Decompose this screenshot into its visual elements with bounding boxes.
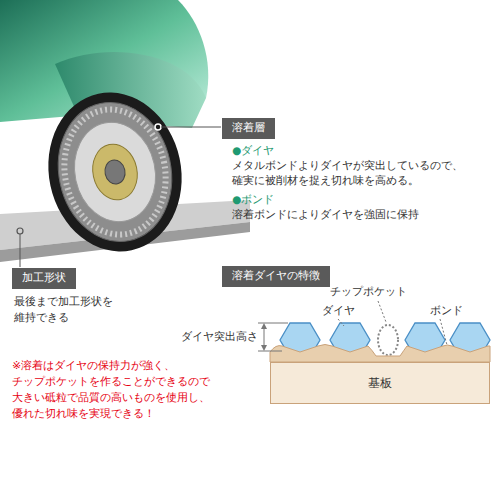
callout-leader: [378, 301, 386, 322]
note: ※溶着はダイヤの保持力が強く、 チップポケットを作ることができるので 大きい砥粒…: [12, 358, 220, 422]
bullet-heading: ●ボンド: [232, 192, 274, 207]
node-text: 溶着ダイヤの特徴: [232, 269, 320, 283]
description: 溶着ボンドによりダイヤを強固に保持: [232, 207, 477, 222]
callout-leader: [338, 319, 344, 326]
diamond-wheel: [34, 80, 196, 264]
dimension-line: [258, 323, 288, 324]
wheel-hub: [88, 140, 143, 204]
electroplated-layer: [46, 92, 185, 252]
heading-tag: 溶着ダイヤの特徴: [222, 266, 330, 287]
bond-layer: [270, 345, 490, 363]
heading-tag: 溶着層: [222, 118, 275, 139]
diamond-section: [258, 301, 490, 362]
wheel-nut: [103, 158, 128, 186]
text-holder: 加工形状: [22, 271, 66, 285]
dimension-arrow: [261, 345, 267, 351]
node-text: 溶着層: [232, 121, 265, 135]
dimension-label: ダイヤ突出高さ: [176, 329, 258, 344]
dimension-line: [258, 351, 282, 352]
callout-label: ボンド: [430, 303, 463, 318]
callout-label: ダイヤ: [322, 303, 355, 318]
leader-dot: [17, 228, 23, 234]
callout-label: チップポケット: [330, 284, 407, 299]
wheel-core: [65, 115, 164, 229]
leader-dot: [155, 124, 161, 130]
substrate-band: 基板: [270, 362, 490, 404]
callout-leader: [440, 319, 447, 345]
dimension-arrow: [261, 323, 267, 329]
node-text: 加工形状: [22, 271, 66, 285]
text-holder: 基板: [368, 375, 392, 392]
description: メタルボンドよりダイヤが突出しているので、 確実に被削材を捉え切れ味を高める。: [232, 158, 477, 188]
chip-pocket: [378, 325, 398, 355]
dimension-line: [264, 326, 265, 348]
text-holder: 溶着ダイヤの特徴: [232, 269, 320, 283]
description: 最後まで加工形状を 維持できる: [14, 294, 126, 326]
text-holder: 溶着層: [232, 121, 265, 135]
leader-line: [161, 127, 221, 128]
node-text: 基板: [368, 375, 392, 392]
bullet-heading: ●ダイヤ: [232, 143, 274, 158]
diamond-grit: [53, 100, 177, 244]
leader-line: [20, 234, 21, 267]
wheel-rim: [34, 80, 196, 264]
heading-tag: 加工形状: [12, 268, 76, 289]
